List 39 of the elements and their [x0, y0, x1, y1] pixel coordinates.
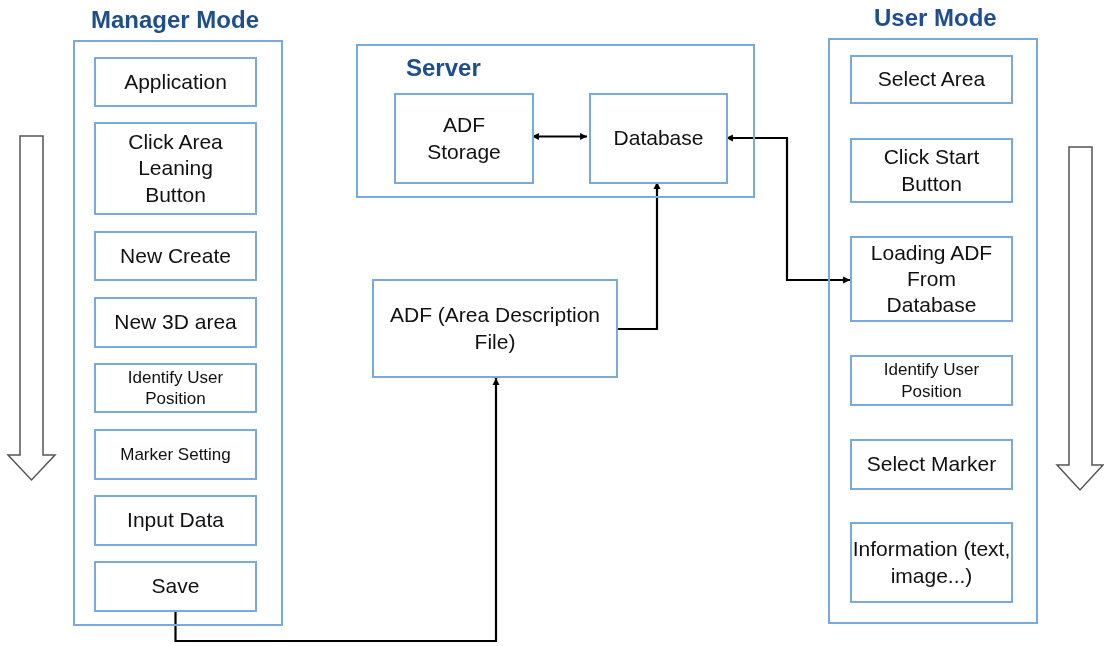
- process-box: [94, 363, 257, 413]
- box-label: Information (text, image...): [852, 536, 1011, 589]
- box-label: ADF (Area Description File): [388, 302, 602, 355]
- lane-heading: Manager Mode: [91, 6, 260, 34]
- box-label: Loading ADF From Database: [869, 239, 994, 319]
- box-label: ADF Storage: [426, 112, 502, 165]
- box-label: Save: [151, 573, 200, 600]
- box-label: New Create: [120, 242, 231, 269]
- box-label: Application: [124, 68, 227, 95]
- process-box: [94, 495, 257, 546]
- process-box: [850, 522, 1013, 603]
- box-label: New 3D area: [114, 309, 237, 336]
- box-label: Click Area Leaning Button: [127, 129, 224, 208]
- group-heading: Server: [406, 54, 481, 82]
- process-box: [850, 355, 1013, 406]
- connector-arrow: [174, 377, 500, 643]
- process-box: [850, 439, 1013, 490]
- process-box: [850, 55, 1013, 104]
- box-label: Database: [613, 125, 704, 152]
- process-box: [94, 122, 257, 215]
- process-box: [94, 561, 257, 612]
- process-box: [589, 93, 728, 184]
- box-label: Click Start Button: [882, 144, 981, 197]
- process-box: [850, 236, 1013, 322]
- process-box: [394, 93, 534, 184]
- process-box: [94, 429, 257, 480]
- box-label: Select Area: [877, 66, 986, 93]
- process-box: [372, 279, 618, 378]
- process-box: [94, 231, 257, 281]
- lane-heading: User Mode: [874, 4, 997, 32]
- process-box: [94, 297, 257, 348]
- box-label: Select Marker: [866, 451, 997, 478]
- process-box: [94, 57, 257, 107]
- box-label: Identify User Position: [882, 359, 981, 402]
- process-box: [850, 138, 1013, 203]
- box-label: Identify User Position: [126, 366, 225, 410]
- group-panel: [356, 44, 755, 198]
- box-label: Input Data: [127, 507, 224, 534]
- box-label: Marker Setting: [120, 443, 231, 466]
